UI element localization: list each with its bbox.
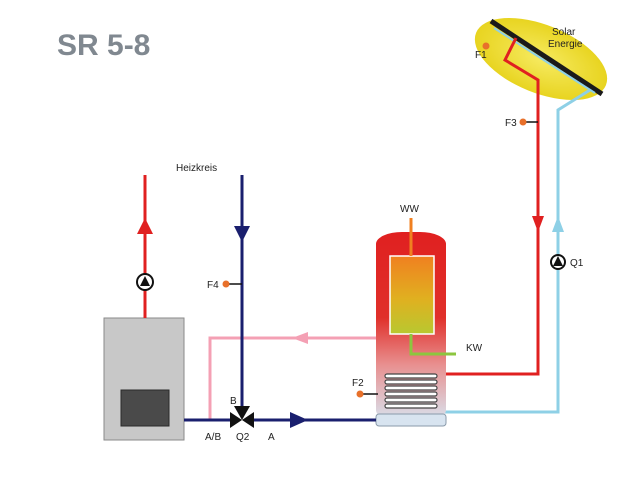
label-ab: A/B bbox=[205, 432, 221, 443]
pump-q1 bbox=[550, 254, 566, 270]
sensor-f4 bbox=[222, 280, 230, 288]
solar-supply-arrow bbox=[532, 216, 544, 232]
label-f1: F1 bbox=[475, 50, 487, 61]
tank-bottom-cap bbox=[375, 413, 447, 427]
label-solar: Solar bbox=[552, 27, 576, 38]
label-q1: Q1 bbox=[570, 258, 584, 269]
label-b: B bbox=[230, 396, 237, 407]
sensor-f2 bbox=[356, 390, 364, 398]
boiler-window bbox=[120, 389, 170, 427]
return-pipe bbox=[208, 336, 376, 420]
solar-coil bbox=[384, 373, 438, 409]
label-kw: KW bbox=[466, 343, 483, 354]
tank-feed-arrow bbox=[290, 412, 308, 428]
collector-panel-inner bbox=[493, 27, 596, 94]
label-f4: F4 bbox=[207, 280, 219, 291]
heating-circuit-arrow bbox=[234, 226, 250, 242]
label-f2: F2 bbox=[352, 378, 364, 389]
boiler-pump bbox=[136, 273, 154, 291]
solar-supply-pipe bbox=[445, 37, 540, 376]
solar-return-arrow bbox=[552, 216, 564, 232]
valve-q2 bbox=[230, 406, 254, 428]
sensor-f1 bbox=[482, 42, 490, 50]
label-energie: Energie bbox=[548, 39, 583, 50]
boiler bbox=[103, 317, 185, 441]
label-heizkreis: Heizkreis bbox=[176, 163, 217, 174]
cold-water-in-pipe bbox=[409, 334, 456, 356]
boiler-supply-arrow bbox=[137, 218, 153, 234]
collector-panel bbox=[489, 18, 604, 97]
storage-tank bbox=[375, 232, 447, 427]
diagram-title: SR 5-8 bbox=[57, 29, 150, 62]
dhw-heat-exchanger bbox=[389, 255, 435, 335]
label-a: A bbox=[268, 432, 275, 443]
solar-return-pipe bbox=[445, 88, 591, 414]
solar-collector bbox=[474, 17, 608, 101]
sensor-f3 bbox=[519, 118, 527, 126]
label-f3: F3 bbox=[505, 118, 517, 129]
label-q2: Q2 bbox=[236, 432, 250, 443]
label-ww: WW bbox=[400, 204, 419, 215]
return-arrow bbox=[292, 332, 308, 344]
